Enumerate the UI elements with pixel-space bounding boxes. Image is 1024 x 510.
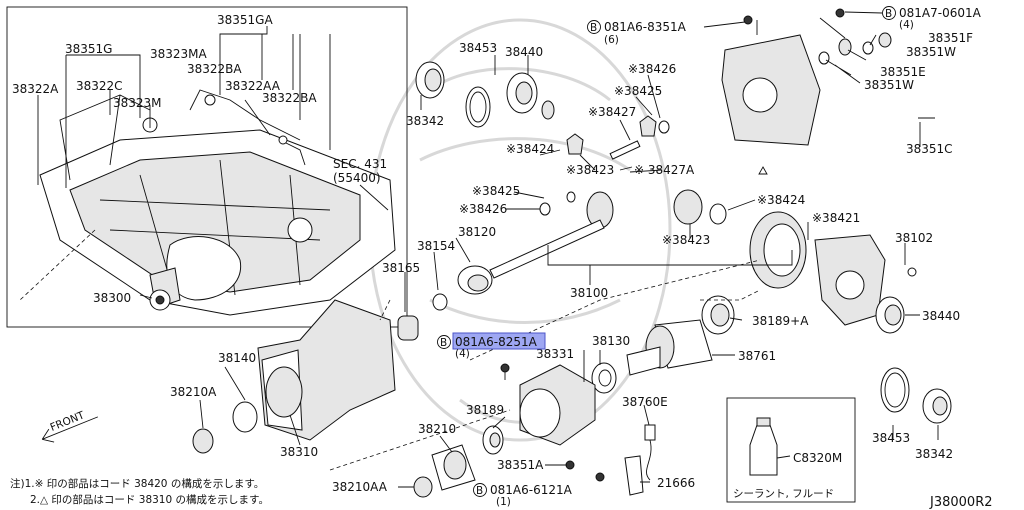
svg-text:081A6-6121A: 081A6-6121A <box>490 483 573 497</box>
label-38102: 38102 <box>895 231 933 245</box>
bolt-callout-081A6-8351A: B 081A6-8351A (6) <box>587 15 753 46</box>
label-21666: 21666 <box>657 476 695 490</box>
label-38322BA-1: 38322BA <box>187 62 242 76</box>
label-38351F: 38351F <box>928 31 973 45</box>
bolt-callout-081A6-6121A: B 081A6-6121A (1) <box>473 483 573 508</box>
svg-text:B: B <box>476 485 483 497</box>
svg-text:081A6-8251A: 081A6-8251A <box>455 335 538 349</box>
main-part-labels: 38453 38440 38342 ※38426 ※38425 ※38427 ※… <box>170 31 973 500</box>
label-38331: 38331 <box>536 347 574 361</box>
label-38351GA: 38351GA <box>217 13 273 27</box>
label-38300: 38300 <box>93 291 131 305</box>
label-38165: 38165 <box>382 261 420 275</box>
label-38453-top: 38453 <box>459 41 497 55</box>
label-38210A: 38210A <box>170 385 217 399</box>
label-38423-b: ※38423 <box>662 233 710 247</box>
svg-text:081A6-8351A: 081A6-8351A <box>604 20 687 34</box>
sec-ref-line2: (55400) <box>333 171 381 185</box>
triangle-mark <box>758 166 768 175</box>
svg-text:B: B <box>885 8 892 20</box>
label-38310: 38310 <box>280 445 318 459</box>
label-38427: ※38427 <box>588 105 636 119</box>
footnote-1: 注)1.※ 印の部品はコード 38420 の構成を示します。 <box>10 477 264 490</box>
label-38130: 38130 <box>592 334 630 348</box>
label-38351E: 38351E <box>880 65 926 79</box>
footnote-2: 2.△ 印の部品はコード 38310 の構成を示します。 <box>30 493 269 506</box>
label-38425-b: ※38425 <box>472 184 520 198</box>
label-38424-left: ※38424 <box>506 142 554 156</box>
front-arrow: FRONT <box>41 409 99 443</box>
label-C8320M: C8320M <box>793 451 842 465</box>
label-38210: 38210 <box>418 422 456 436</box>
main-leaders <box>199 34 939 488</box>
sealant-box <box>726 397 856 503</box>
label-38189: 38189 <box>466 403 504 417</box>
sealant-caption: シーラント, フルード <box>733 488 834 500</box>
label-38323M: 38323M <box>113 96 162 110</box>
sec-ref-line1: SEC. 431 <box>333 157 387 171</box>
label-38440-right: 38440 <box>922 309 960 323</box>
label-38323MA: 38323MA <box>150 47 208 61</box>
label-38424-right: ※38424 <box>757 193 805 207</box>
svg-text:081A7-0601A: 081A7-0601A <box>899 6 982 20</box>
label-38100: 38100 <box>570 286 608 300</box>
label-38760E: 38760E <box>622 395 668 409</box>
label-38351C: 38351C <box>906 142 953 156</box>
label-38351W-1: 38351W <box>906 45 956 59</box>
bolt-callout-081A7-0601A: B 081A7-0601A (4) <box>835 6 982 31</box>
label-38426-top: ※38426 <box>628 62 676 76</box>
label-38342-right: 38342 <box>915 447 953 461</box>
diagram-code: J38000R2 <box>929 495 993 510</box>
label-38351A: 38351A <box>497 458 544 472</box>
svg-text:(6): (6) <box>604 34 619 46</box>
label-38761: 38761 <box>738 349 776 363</box>
label-38351W-2: 38351W <box>864 78 914 92</box>
label-38120: 38120 <box>458 225 496 239</box>
inset-part-labels: 38351GA 38351G 38323MA 38322BA 38322A 38… <box>12 13 387 305</box>
inset-frame <box>6 6 408 328</box>
svg-text:B: B <box>440 337 447 349</box>
svg-text:B: B <box>590 22 597 34</box>
label-38453-right: 38453 <box>872 431 910 445</box>
label-38426-b: ※38426 <box>459 202 507 216</box>
inset-leaders <box>37 26 389 299</box>
label-38351G: 38351G <box>65 42 112 56</box>
label-38322A: 38322A <box>12 82 59 96</box>
main-parts <box>192 17 952 503</box>
label-38425-top: ※38425 <box>614 84 662 98</box>
label-38322AA: 38322AA <box>225 79 281 93</box>
label-38140: 38140 <box>218 351 256 365</box>
subframe-drawing <box>19 89 396 316</box>
svg-text:(1): (1) <box>496 496 511 508</box>
label-38423-top: ※38423 <box>566 163 614 177</box>
label-38342-top: 38342 <box>406 114 444 128</box>
label-38421: ※38421 <box>812 211 860 225</box>
label-38322BA-2: 38322BA <box>262 91 317 105</box>
svg-text:(4): (4) <box>899 19 914 31</box>
label-38322C: 38322C <box>76 79 123 93</box>
label-38154: 38154 <box>417 239 455 253</box>
highlight-box <box>452 332 546 350</box>
label-38210AA: 38210AA <box>332 480 388 494</box>
label-38440-top: 38440 <box>505 45 543 59</box>
label-38427A: ※ 38427A <box>634 163 695 177</box>
label-38189A: 38189+A <box>752 314 809 328</box>
svg-text:(4): (4) <box>455 348 470 360</box>
svg-text:FRONT: FRONT <box>48 409 86 434</box>
bolt-callout-081A6-8251A-highlighted: B 081A6-8251A (4) <box>437 332 546 360</box>
